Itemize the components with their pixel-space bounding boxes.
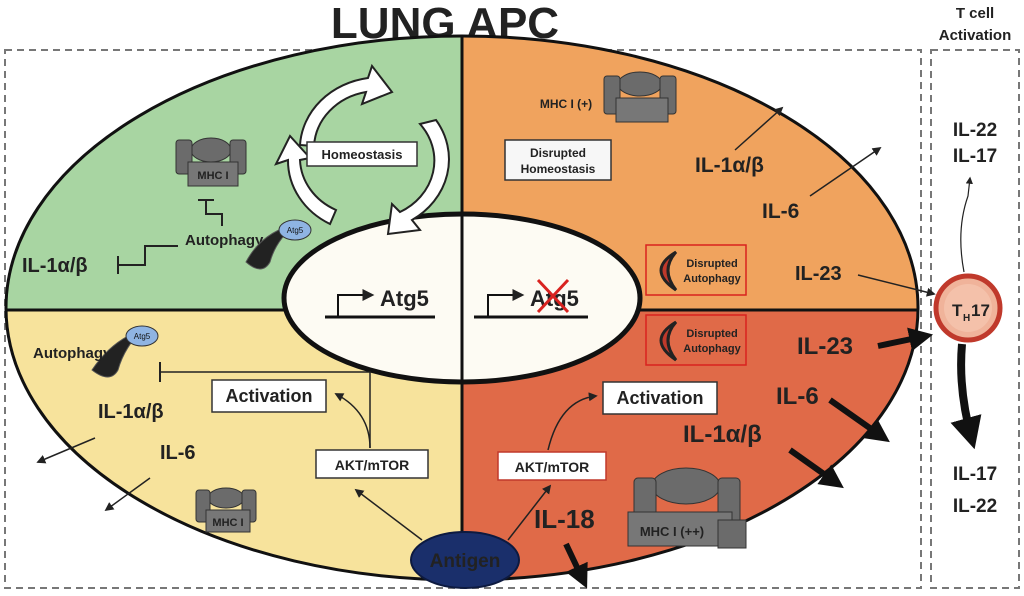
mhc-i-plusplus-label: MHC I (++)	[640, 524, 704, 539]
akt-mtor-label-br: AKT/mTOR	[515, 459, 589, 475]
homeostasis-cycle-icon	[274, 63, 450, 236]
disrupted-autophagosome-icon-br	[659, 320, 678, 362]
homeostasis-label: Homeostasis	[322, 147, 403, 162]
mhc-i-label-bl: MHC I	[212, 517, 243, 529]
il1-label-bl: IL-1α/β	[98, 401, 164, 423]
il6-arrow-br	[828, 397, 890, 443]
activation-box-br	[602, 381, 718, 415]
autophagosome-icon-bl	[91, 325, 159, 378]
antigen	[410, 531, 520, 589]
antigen-to-akt-arrow-bl	[354, 488, 423, 541]
inhibit-mhc-line	[205, 200, 223, 226]
activation-label-br: Activation	[616, 388, 703, 408]
il23-arrow-tr	[857, 274, 936, 297]
disrupted-homeostasis-box	[504, 139, 612, 181]
wt-gene: Atg5	[325, 286, 435, 319]
tcell-top-cytokine-2: IL-17	[953, 146, 997, 167]
autophagy-inhibit-il1-line	[118, 245, 178, 266]
disrupted-autophagy-br-line1: Disrupted	[686, 328, 737, 340]
mhc-i-icon	[175, 137, 247, 187]
tcell-bottom-cytokine-1: IL-17	[953, 464, 997, 485]
il1-label-tr: IL-1α/β	[695, 154, 764, 177]
il1-label-tl: IL-1α/β	[22, 255, 88, 277]
atg5-tag-bl: Atg5	[134, 332, 151, 341]
il6-secretion-arrow-tr	[809, 146, 882, 197]
autophagy-label-tl: Autophagy	[185, 232, 264, 249]
autophagy-label-bl: Autophagy	[33, 345, 112, 362]
antigen-label: Antigen	[430, 551, 501, 572]
akt-mtor-box-br	[497, 451, 607, 481]
disrupted-autophagy-box-br	[645, 314, 747, 366]
tcell-top-cytokine-1: IL-22	[953, 120, 997, 141]
wt-gene-label: Atg5	[380, 286, 429, 311]
il1-arrow-br	[788, 447, 844, 489]
activation-label-bl: Activation	[225, 386, 312, 406]
il23-arrow-br	[877, 327, 934, 352]
disrupted-autophagy-tr-line1: Disrupted	[686, 258, 737, 270]
th17-base: T	[952, 301, 963, 320]
homeostasis-box	[306, 141, 418, 167]
atg5-tag-tl: Atg5	[287, 226, 304, 235]
tcell-header-line1: T cell	[956, 5, 994, 22]
disrupted-autophagy-br-line2: Autophagy	[683, 343, 741, 355]
mhc-i-label-tl: MHC I	[197, 170, 228, 182]
il6-secretion-arrow-bl	[104, 477, 151, 512]
mhc-i-plus-icon	[603, 71, 677, 123]
il18-label-br: IL-18	[534, 504, 595, 534]
antigen-to-akt-arrow-br	[507, 484, 552, 541]
il1-secretion-arrow-tr	[734, 106, 784, 151]
mhc-i-plusplus-icon	[627, 467, 747, 549]
akt-to-activation-arrow-br	[547, 392, 598, 451]
tcell-bottom-cytokine-2: IL-22	[953, 496, 997, 517]
th17-to-bottom-arrow	[950, 343, 982, 450]
akt-mtor-box-bl	[315, 449, 429, 479]
il1-secretion-arrow-bl	[36, 437, 96, 464]
tcell-header-line2: Activation	[939, 27, 1012, 44]
il6-label-tr: IL-6	[762, 200, 799, 223]
th17-to-top-arrow	[960, 176, 973, 273]
th17-sub: H	[963, 313, 970, 324]
il1-label-br: IL-1α/β	[683, 421, 762, 448]
disrupted-autophagy-tr-line2: Autophagy	[683, 273, 741, 285]
disrupted-autophagosome-icon-tr	[659, 250, 678, 292]
mhc-i-plus-label: MHC I (+)	[540, 97, 592, 111]
il6-label-bl: IL-6	[160, 442, 196, 464]
ko-gene: Atg5	[474, 278, 588, 319]
akt-inhibit-autophagy-line	[168, 371, 371, 448]
autophagosome-icon	[245, 219, 312, 270]
il23-label-tr: IL-23	[795, 263, 842, 285]
akt-to-activation-arrow-bl	[334, 393, 371, 449]
disrupted-homeostasis-line2: Homeostasis	[521, 162, 596, 176]
activation-box-bl	[211, 379, 327, 413]
il6-label-br: IL-6	[776, 383, 819, 410]
mhc-i-icon-bl	[195, 487, 257, 533]
th17-num: 17	[971, 301, 990, 320]
disrupted-autophagy-box-tr	[645, 244, 747, 296]
il18-arrow-br	[563, 542, 588, 589]
akt-mtor-label-bl: AKT/mTOR	[335, 457, 409, 473]
il23-label-br: IL-23	[797, 333, 853, 360]
disrupted-homeostasis-line1: Disrupted	[530, 146, 586, 160]
